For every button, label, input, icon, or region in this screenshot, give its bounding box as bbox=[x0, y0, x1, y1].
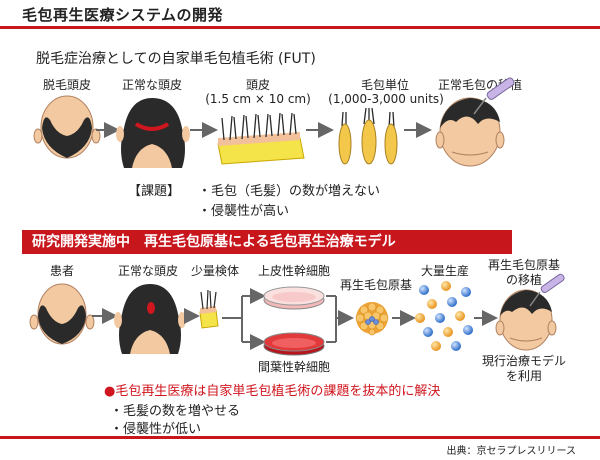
source-credit: 出典：京セラプレスリリース bbox=[446, 446, 577, 457]
label-small-sample: 少量検体 bbox=[190, 264, 239, 278]
scalp-strip-icon bbox=[217, 112, 305, 165]
issues-heading: 【課題】 bbox=[128, 184, 181, 199]
label-normal-scalp: 正常な頭皮 bbox=[117, 264, 178, 278]
label-germ-transplant-line1: 再生毛包原基 bbox=[487, 258, 560, 272]
regenerated-germ-icon bbox=[355, 302, 389, 336]
label-patient: 患者 bbox=[49, 264, 74, 278]
banner-status: 研究開発実施中 bbox=[32, 234, 130, 250]
step-scalp-strip-size: (1.5 cm × 10 cm) bbox=[205, 92, 311, 106]
bald-head-icon bbox=[33, 95, 101, 159]
label-mass-production: 大量生産 bbox=[420, 264, 469, 278]
label-current-model-line2: を利用 bbox=[505, 369, 542, 383]
step-scalp-strip-label: 頭皮 bbox=[245, 78, 270, 92]
follicular-units-icon bbox=[338, 107, 398, 165]
label-mesenchymal-stem-cells: 間葉性幹細胞 bbox=[257, 360, 330, 374]
header-rule bbox=[0, 26, 600, 29]
step-bald-scalp-label: 脱毛頭皮 bbox=[42, 78, 91, 92]
step-normal-scalp-label: 正常な頭皮 bbox=[121, 78, 182, 92]
epithelial-dish-icon bbox=[263, 286, 325, 310]
germ-transplant-head-icon bbox=[495, 273, 565, 351]
solution-statement: ●毛包再生医療は自家単毛包植毛術の課題を抜本的に解決 bbox=[104, 384, 441, 399]
benefit-item: ・侵襲性が低い bbox=[110, 422, 202, 437]
issue-item: ・毛包（毛髪）の数が増えない bbox=[198, 184, 381, 199]
mass-production-cluster-icon bbox=[415, 281, 473, 351]
label-current-model-line1: 現行治療モデル bbox=[481, 354, 566, 368]
benefit-item: ・毛髪の数を増やせる bbox=[110, 404, 241, 419]
banner-title: 再生毛包原基による毛包再生治療モデル bbox=[144, 234, 396, 250]
section2-banner: 研究開発実施中再生毛包原基による毛包再生治療モデル bbox=[22, 230, 512, 254]
step-follicular-unit-label: 毛包単位 bbox=[360, 78, 409, 92]
label-germ-transplant-line2: の移植 bbox=[505, 273, 542, 287]
issue-item: ・侵襲性が高い bbox=[198, 204, 290, 219]
section1-title: 脱毛症治療としての自家単毛包植毛術 (FUT) bbox=[36, 51, 316, 67]
small-sample-icon bbox=[199, 289, 219, 329]
label-epithelial-stem-cells: 上皮性幹細胞 bbox=[257, 264, 330, 278]
branch-connector bbox=[222, 288, 354, 350]
normal-scalp-small-cut-icon bbox=[114, 284, 186, 354]
transplant-head-icon bbox=[435, 77, 515, 167]
patient-head-icon bbox=[29, 283, 95, 345]
mesenchymal-dish-icon bbox=[263, 332, 325, 356]
step-follicular-unit-count: (1,000-3,000 units) bbox=[328, 92, 444, 106]
normal-scalp-head-icon bbox=[116, 98, 190, 168]
footer-rule bbox=[0, 436, 600, 439]
page-title: 毛包再生医療システムの開発 bbox=[22, 6, 224, 24]
label-regenerated-germ: 再生毛包原基 bbox=[339, 278, 412, 292]
